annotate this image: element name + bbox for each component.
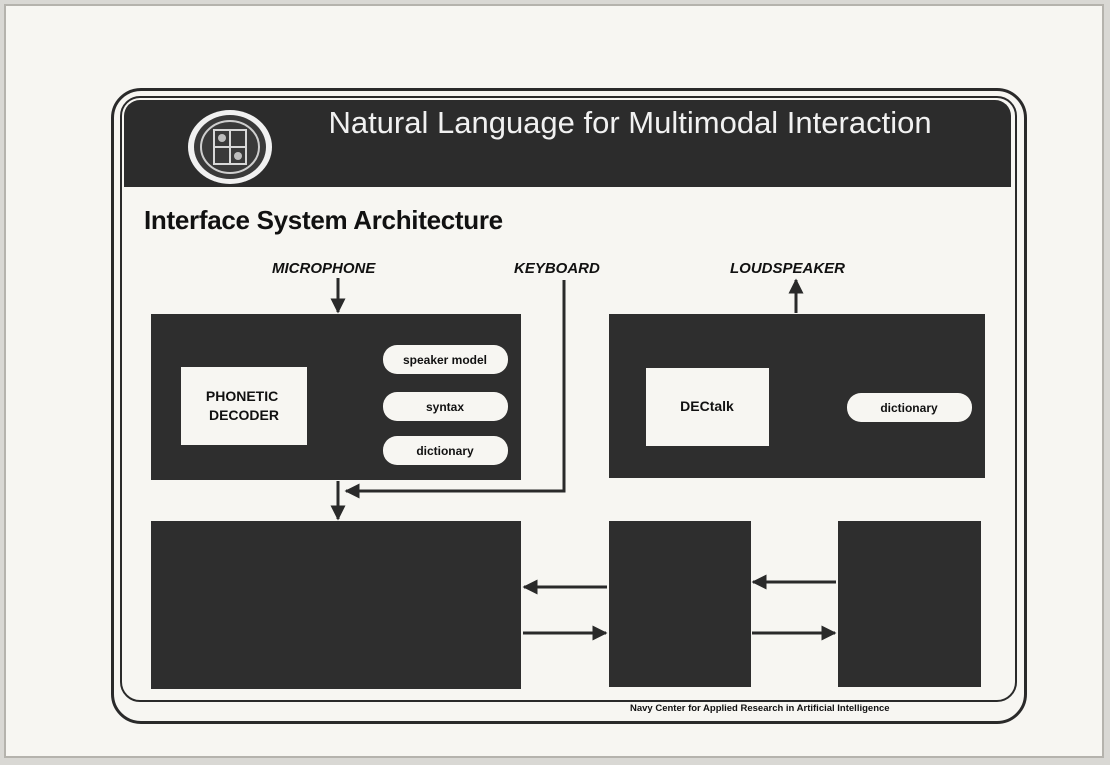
recognizer-dictionary-label: dictionary — [416, 444, 474, 458]
dectalk-box — [646, 368, 769, 446]
phonetic-decoder-label: PHONETIC DECODER — [206, 388, 282, 423]
institution-seal-icon — [188, 110, 272, 184]
microphone-label: MICROPHONE — [272, 260, 376, 277]
phonetic-decoder-box — [181, 367, 307, 445]
speaker-model-pill — [383, 345, 508, 374]
slide-title: Natural Language for Multimodal Interact… — [328, 105, 932, 140]
syntax-label: syntax — [426, 400, 464, 414]
speaker-model-label: speaker model — [403, 353, 487, 367]
dectalk-label: DECtalk — [680, 398, 734, 414]
keyboard-label: KEYBOARD — [514, 260, 600, 277]
middle-module-box — [609, 521, 751, 687]
slide-frame-inner — [120, 96, 1017, 702]
right-module-box — [838, 521, 981, 687]
recognizer-dictionary-pill — [383, 436, 508, 465]
title-bar — [124, 100, 1011, 187]
loudspeaker-label: LOUDSPEAKER — [730, 260, 845, 277]
synthesizer-dictionary-pill — [847, 393, 972, 422]
keyboard-line — [344, 280, 566, 499]
slide-frame-outer — [111, 88, 1027, 724]
footer-credit: Navy Center for Applied Research in Arti… — [624, 703, 896, 714]
synthesizer-dictionary-label: dictionary — [880, 401, 938, 415]
slide-subtitle: Interface System Architecture — [144, 205, 503, 235]
syntax-pill — [383, 392, 508, 421]
natural-language-processor-box — [151, 521, 521, 689]
